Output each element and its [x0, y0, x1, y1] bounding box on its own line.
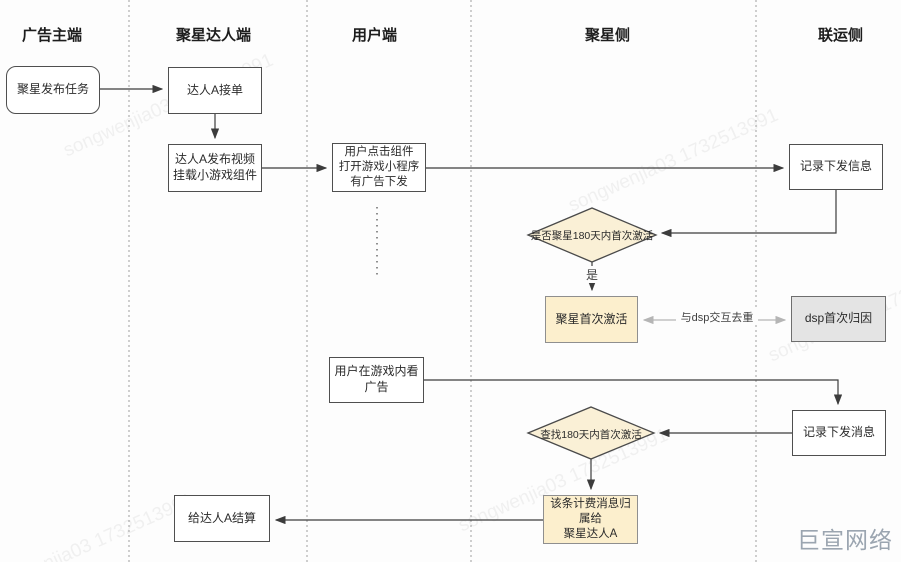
lane-dividers: [128, 0, 757, 562]
diamond-label-find-first-activation: 查找180天内首次激活: [540, 429, 642, 441]
node-talent-publish-video: 达人A发布视频 挂载小游戏组件: [168, 144, 262, 192]
edge-recordinfo-to-diamond1: [660, 190, 837, 238]
flow-edges: [100, 84, 843, 525]
edge-label-yes: 是: [584, 266, 601, 283]
node-user-click-component: 用户点击组件 打开游戏小程序 有广告下发: [332, 143, 426, 192]
brand-watermark: 巨宣网络: [797, 527, 893, 553]
diamond-label-check-first-activation: 是否聚星180天内首次激活: [530, 230, 654, 242]
node-billing-attribution: 该条计费消息归属给 聚星达人A: [543, 495, 638, 544]
diamond-check-first-activation: [526, 207, 658, 263]
node-talent-accept: 达人A接单: [168, 67, 262, 114]
lane-header-juxing-talent: 聚星达人端: [176, 27, 252, 44]
diamond-find-first-activation: [526, 406, 656, 460]
node-record-delivery-info: 记录下发信息: [789, 144, 883, 190]
node-settle-talent: 给达人A结算: [174, 495, 270, 542]
node-juxing-first-activation: 聚星首次激活: [545, 296, 638, 343]
edge-label-dsp-dedup: 与dsp交互去重: [676, 309, 758, 325]
lane-header-lianyun-side: 联运侧: [818, 27, 864, 44]
node-user-watch-ads: 用户在游戏内看广告: [329, 357, 424, 403]
lane-header-juxing-side: 聚星侧: [585, 27, 631, 44]
lane-header-user: 用户端: [352, 27, 398, 44]
lane-header-advertiser: 广告主端: [22, 27, 83, 44]
edge-watchads-to-recordmsg: [424, 379, 843, 406]
node-record-delivery-message: 记录下发消息: [792, 410, 886, 456]
node-dsp-first-attribution: dsp首次归因: [791, 296, 886, 342]
node-publish-task: 聚星发布任务: [6, 66, 100, 114]
